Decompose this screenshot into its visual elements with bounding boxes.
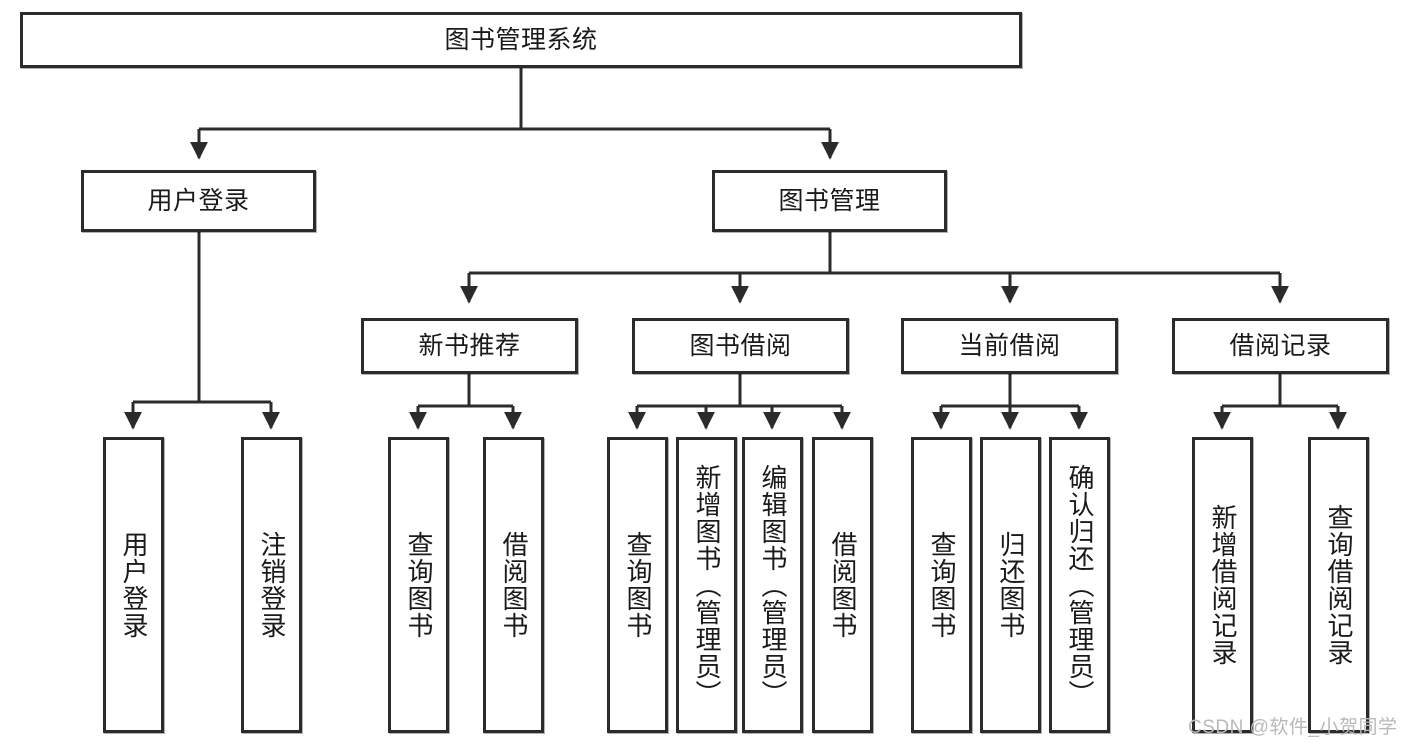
- leaf-new-book-borrow[interactable]: 借阅图书: [483, 437, 544, 733]
- node-label: 借阅图书: [828, 531, 859, 639]
- leaf-user-login[interactable]: 用户登录: [103, 437, 164, 733]
- node-book-management[interactable]: 图书管理: [712, 170, 947, 232]
- node-new-book-recommend[interactable]: 新书推荐: [361, 318, 578, 374]
- node-label: 编辑图书（管理员）: [758, 463, 789, 707]
- leaf-add-book-admin[interactable]: 新增图书（管理员）: [676, 437, 737, 733]
- leaf-confirm-return-admin[interactable]: 确认归还（管理员）: [1049, 437, 1110, 733]
- node-label: 查询图书: [623, 531, 654, 639]
- node-user-login[interactable]: 用户登录: [81, 170, 316, 232]
- node-label: 用户登录: [147, 186, 250, 215]
- node-label: 借阅记录: [1229, 331, 1332, 360]
- node-label: 图书管理系统: [444, 25, 598, 54]
- node-label: 借阅图书: [499, 531, 530, 639]
- node-label: 用户登录: [119, 531, 150, 639]
- leaf-borrow-book[interactable]: 借阅图书: [812, 437, 873, 733]
- node-label: 查询借阅记录: [1324, 504, 1355, 666]
- node-label: 新书推荐: [418, 331, 521, 360]
- leaf-borrow-query-book[interactable]: 查询图书: [607, 437, 668, 733]
- leaf-user-logout[interactable]: 注销登录: [241, 437, 302, 733]
- node-label: 确认归还（管理员）: [1065, 463, 1096, 707]
- leaf-current-query-book[interactable]: 查询图书: [911, 437, 972, 733]
- node-label: 新增借阅记录: [1208, 504, 1239, 666]
- node-label: 查询图书: [927, 531, 958, 639]
- node-label: 新增图书（管理员）: [692, 463, 723, 707]
- node-book-borrow[interactable]: 图书借阅: [632, 318, 849, 374]
- leaf-query-borrow-record[interactable]: 查询借阅记录: [1308, 437, 1369, 733]
- node-label: 归还图书: [996, 531, 1027, 639]
- node-label: 图书借阅: [689, 331, 792, 360]
- leaf-add-borrow-record[interactable]: 新增借阅记录: [1192, 437, 1253, 733]
- node-label: 查询图书: [404, 531, 435, 639]
- node-label: 当前借阅: [958, 331, 1061, 360]
- node-borrow-record[interactable]: 借阅记录: [1172, 318, 1389, 374]
- watermark: CSDN @软件_小贺同学: [1188, 717, 1398, 738]
- leaf-edit-book-admin[interactable]: 编辑图书（管理员）: [742, 437, 803, 733]
- node-label: 图书管理: [778, 186, 881, 215]
- node-root-book-management-system[interactable]: 图书管理系统: [20, 12, 1022, 68]
- node-current-borrow[interactable]: 当前借阅: [901, 318, 1118, 374]
- node-label: 注销登录: [257, 531, 288, 639]
- leaf-new-book-query[interactable]: 查询图书: [388, 437, 449, 733]
- leaf-return-book[interactable]: 归还图书: [980, 437, 1041, 733]
